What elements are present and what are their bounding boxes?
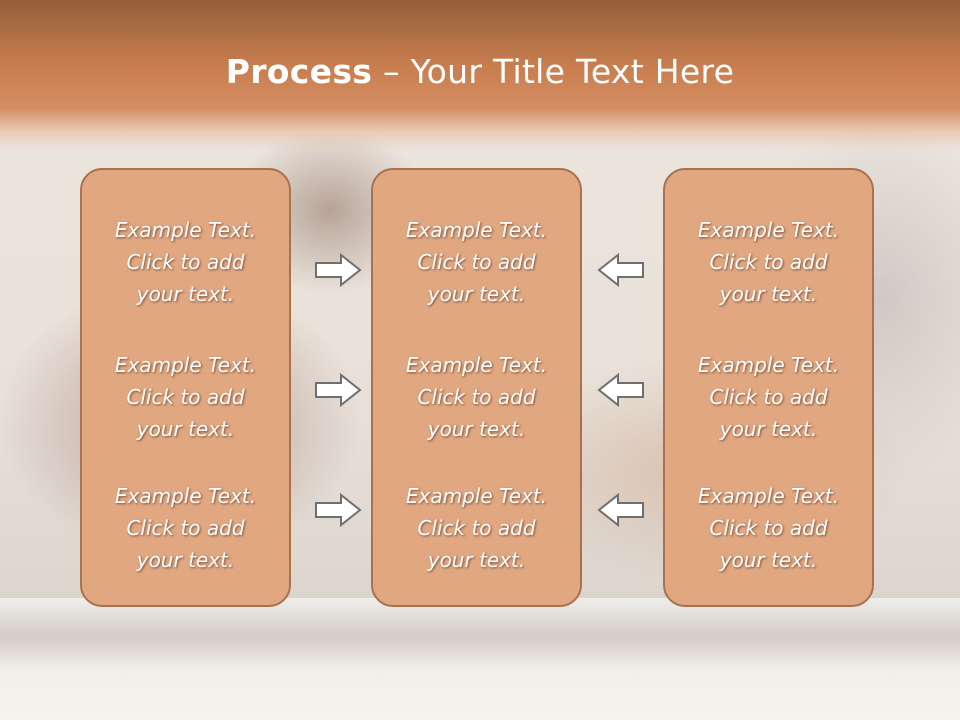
slide-title[interactable]: Process – Your Title Text Here [0, 52, 960, 91]
text-line: Example Text. [697, 353, 840, 377]
text-block[interactable]: Example Text. Click to add your text. [82, 480, 289, 576]
text-line: Click to add [417, 516, 536, 540]
text-line: Example Text. [114, 484, 257, 508]
arrow-right-icon[interactable] [314, 372, 362, 408]
title-banner [0, 0, 960, 150]
title-bold-text: Process [225, 52, 373, 91]
text-block[interactable]: Example Text. Click to add your text. [373, 480, 580, 576]
text-line: Example Text. [114, 353, 257, 377]
process-box-left[interactable]: Example Text. Click to add your text. Ex… [80, 168, 291, 607]
text-block[interactable]: Example Text. Click to add your text. [82, 349, 289, 445]
text-line: your text. [427, 417, 526, 441]
text-line: Example Text. [697, 484, 840, 508]
text-line: Example Text. [405, 484, 548, 508]
text-block[interactable]: Example Text. Click to add your text. [373, 214, 580, 310]
text-line: your text. [136, 417, 235, 441]
text-block[interactable]: Example Text. Click to add your text. [665, 214, 872, 310]
text-line: Click to add [709, 516, 828, 540]
text-line: your text. [719, 417, 818, 441]
text-line: Click to add [709, 250, 828, 274]
text-block[interactable]: Example Text. Click to add your text. [665, 349, 872, 445]
text-line: your text. [719, 548, 818, 572]
text-line: Click to add [126, 516, 245, 540]
arrow-left-icon[interactable] [597, 492, 645, 528]
text-block[interactable]: Example Text. Click to add your text. [82, 214, 289, 310]
text-line: Click to add [417, 385, 536, 409]
arrow-right-icon[interactable] [314, 492, 362, 528]
arrow-left-icon[interactable] [597, 372, 645, 408]
arrow-right-icon[interactable] [314, 252, 362, 288]
text-block[interactable]: Example Text. Click to add your text. [373, 349, 580, 445]
title-rest-text: – Your Title Text Here [372, 52, 735, 91]
text-line: your text. [136, 282, 235, 306]
text-line: Example Text. [405, 218, 548, 242]
text-line: Example Text. [114, 218, 257, 242]
text-line: your text. [427, 282, 526, 306]
text-block[interactable]: Example Text. Click to add your text. [665, 480, 872, 576]
process-box-middle[interactable]: Example Text. Click to add your text. Ex… [371, 168, 582, 607]
text-line: Example Text. [697, 218, 840, 242]
text-line: Click to add [709, 385, 828, 409]
arrow-left-icon[interactable] [597, 252, 645, 288]
text-line: Click to add [126, 385, 245, 409]
text-line: Click to add [126, 250, 245, 274]
text-line: Click to add [417, 250, 536, 274]
process-box-right[interactable]: Example Text. Click to add your text. Ex… [663, 168, 874, 607]
text-line: your text. [427, 548, 526, 572]
text-line: Example Text. [405, 353, 548, 377]
text-line: your text. [719, 282, 818, 306]
text-line: your text. [136, 548, 235, 572]
